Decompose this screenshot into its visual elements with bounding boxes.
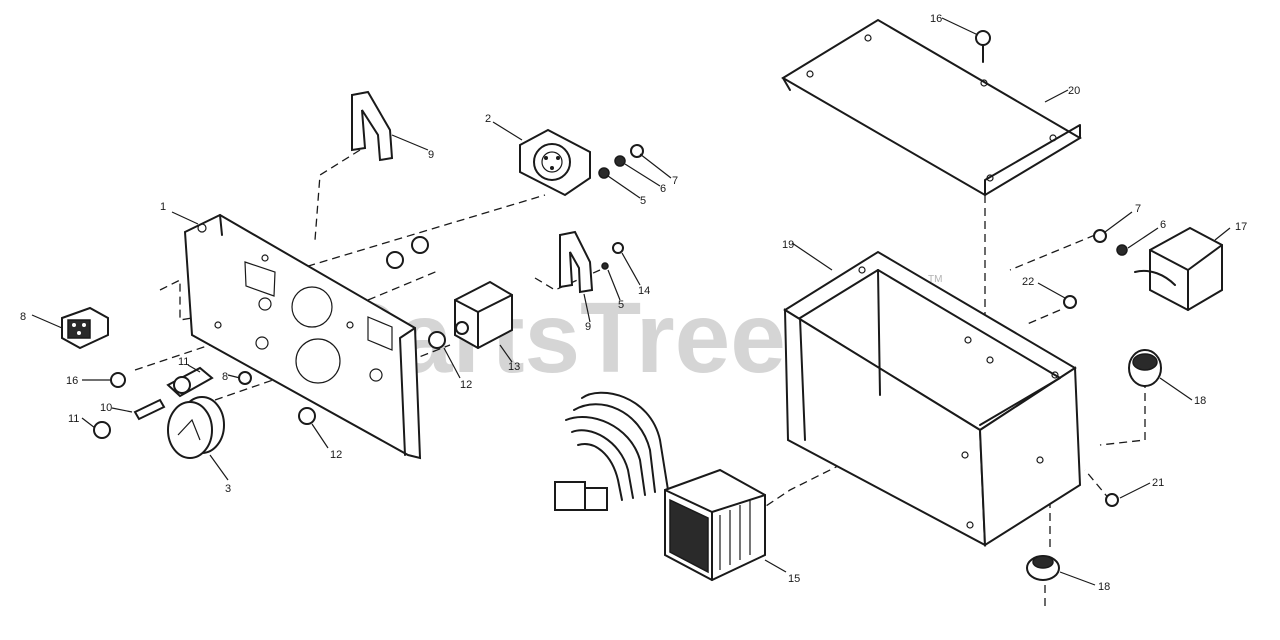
callout-5: 5 (640, 195, 646, 207)
callout-11: 11 (68, 413, 79, 425)
watermark-trademark: TM (928, 274, 942, 285)
callout-10: 10 (100, 402, 112, 414)
callout-8-lower: 8 (222, 371, 228, 383)
callout-17: 17 (1235, 221, 1247, 233)
callout-6-right: 6 (1160, 219, 1166, 231)
circuit-breaker (454, 280, 513, 350)
cover-screw (975, 30, 991, 63)
callout-3: 3 (225, 483, 231, 495)
terminal-block (1063, 226, 1223, 507)
hour-meter-gauge (167, 396, 225, 459)
callout-2: 2 (485, 113, 491, 125)
fuse-and-bolts (93, 366, 252, 439)
callout-22: 22 (1022, 276, 1034, 288)
callout-18: 18 (1194, 395, 1206, 407)
hardware-small (298, 144, 644, 425)
callout-8: 8 (20, 311, 26, 323)
callout-18-lower: 18 (1098, 581, 1110, 593)
callout-6: 6 (660, 183, 666, 195)
knobs (1026, 349, 1162, 581)
leader-lines (31, 17, 1231, 586)
callout-12: 12 (330, 449, 342, 461)
control-panel (183, 213, 422, 460)
callout-1: 1 (160, 201, 166, 213)
bracket-top (351, 90, 394, 162)
callout-7: 7 (672, 175, 678, 187)
callout-9-lower: 9 (585, 321, 591, 333)
callout-labels: 1 9 8 16 11 10 11 8 3 12 12 2 7 6 5 13 9… (20, 13, 1247, 593)
cover-plate (781, 18, 1082, 197)
callout-15: 15 (788, 573, 800, 585)
callout-7-right: 7 (1135, 203, 1141, 215)
callout-13: 13 (508, 361, 520, 373)
callout-11-upper: 11 (178, 356, 189, 368)
enclosure-box (783, 250, 1082, 547)
bracket-middle (559, 230, 594, 294)
callout-5-lower: 5 (618, 299, 624, 311)
regulator-harness (554, 391, 766, 582)
callout-16-top: 16 (930, 13, 942, 25)
callout-21: 21 (1152, 477, 1164, 489)
callout-9: 9 (428, 149, 434, 161)
callout-20: 20 (1068, 85, 1080, 97)
outlet-receptacle (61, 306, 109, 350)
callout-14: 14 (638, 285, 650, 297)
callout-19: 19 (782, 239, 794, 251)
twist-lock-receptacle (519, 128, 591, 197)
callout-12-mid: 12 (460, 379, 472, 391)
callout-16: 16 (66, 375, 78, 387)
